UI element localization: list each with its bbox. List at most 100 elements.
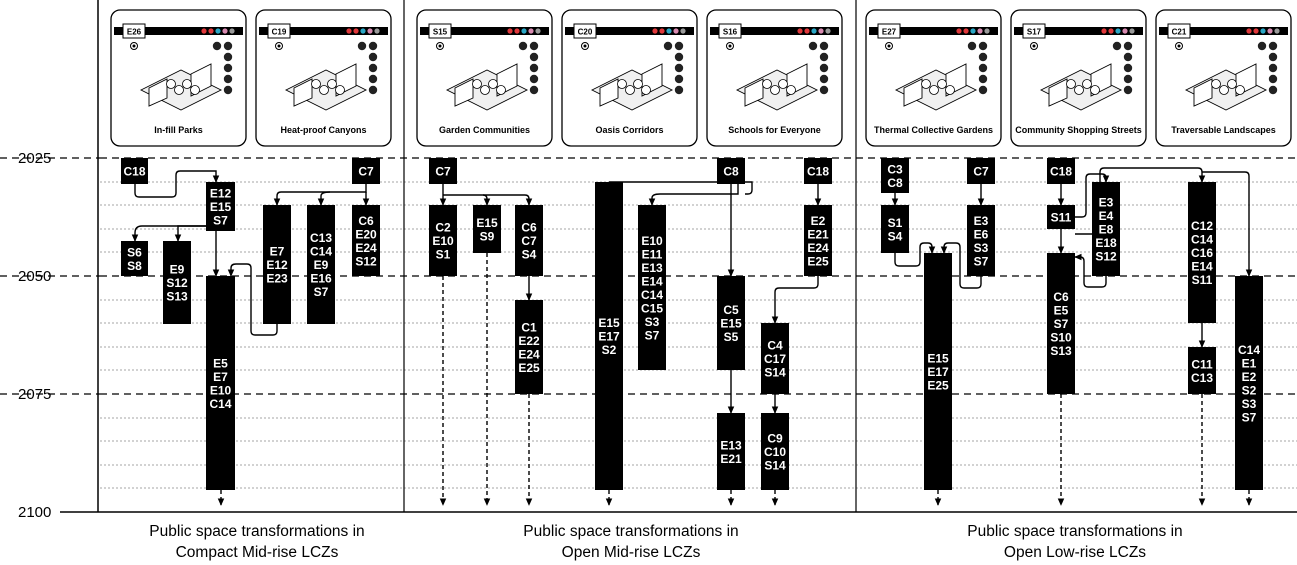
measure-icon [529, 63, 539, 73]
status-dot-icon [1129, 28, 1135, 34]
bar-code-label: E24 [518, 347, 540, 361]
bar-code-label: S13 [166, 290, 188, 304]
bar-code-label: C7 [358, 165, 374, 179]
measure-icon [978, 52, 988, 62]
card-header-strip [114, 27, 243, 35]
bar-code-label: S7 [1054, 317, 1069, 331]
bar-code-label: E15 [720, 317, 742, 331]
bar-code-label: E3 [974, 214, 989, 228]
bar-code-label: E6 [974, 227, 989, 241]
bar-code-label: S14 [764, 459, 786, 473]
bar-code-label: E14 [641, 274, 663, 288]
card-code-box [1022, 23, 1046, 39]
status-dot-icon [797, 28, 803, 34]
transition-arrow [273, 184, 367, 206]
measure-bar-g2-c8: C8 [717, 158, 745, 184]
card-title: Schools for Everyone [728, 125, 821, 135]
bar-code-label: E10 [432, 234, 454, 248]
status-dot-icon [208, 28, 214, 34]
bar-code-label: E24 [355, 241, 377, 255]
bar-code-label: E21 [720, 452, 742, 466]
bar-code-label: C8 [887, 176, 903, 190]
bar-code-label: S7 [974, 254, 989, 268]
bar-code-label: C3 [887, 162, 903, 176]
bar-code-label: S8 [127, 259, 142, 273]
status-dot-icon [528, 28, 534, 34]
bar-code-label: C7 [435, 165, 451, 179]
transition-arrow [227, 263, 278, 336]
status-dot-icon [652, 28, 658, 34]
card-code-box [877, 23, 901, 39]
bar-code-label: S12 [1095, 250, 1117, 264]
status-dot-icon [367, 28, 373, 34]
status-dot-icon [673, 28, 679, 34]
status-dot-icon [1108, 28, 1114, 34]
card-title: Oasis Corridors [595, 125, 663, 135]
measure-icon [674, 63, 684, 73]
bar-rect [515, 205, 543, 276]
bar-code-label: E9 [170, 263, 185, 277]
card-code: S17 [1027, 28, 1042, 37]
bar-rect [595, 182, 623, 490]
measure-bar-g3-c18: C18 [1047, 158, 1075, 184]
bar-code-label: S12 [355, 254, 377, 268]
bar-rect [163, 241, 191, 324]
isometric-illustration-icon [139, 63, 223, 111]
status-dot-icon [811, 28, 817, 34]
bar-code-label: C4 [767, 339, 783, 353]
status-dot-icon [1122, 28, 1128, 34]
bar-rect [1047, 158, 1075, 184]
bar-code-label: C13 [310, 231, 332, 245]
bar-code-label: C18 [123, 165, 145, 179]
isometric-illustration-icon [894, 63, 978, 111]
bar-code-label: E15 [210, 200, 232, 214]
transition-arrow [894, 242, 936, 267]
card-code: S16 [723, 28, 738, 37]
transition-arrow [134, 170, 220, 198]
measure-icon [223, 52, 233, 62]
bar-rect [761, 413, 789, 490]
bar-code-label: E13 [720, 438, 742, 452]
transition-arrow [1202, 171, 1253, 277]
bar-code-label: C12 [1191, 219, 1213, 233]
measure-icon [978, 41, 988, 51]
measure-bar-g1-c7: C7 [352, 158, 380, 184]
status-dot-icon [1253, 28, 1259, 34]
bar-code-label: E4 [1099, 209, 1114, 223]
measure-icon [978, 74, 988, 84]
transition-arrow [483, 194, 533, 206]
bar-code-label: S4 [888, 229, 903, 243]
bar-rect [967, 158, 995, 184]
bar-code-label: E22 [518, 334, 540, 348]
year-label-2075: 2075 [18, 386, 51, 403]
bar-rect [515, 300, 543, 394]
bar-code-label: C10 [764, 445, 786, 459]
bar-code-label: E17 [598, 330, 620, 344]
card-title: Community Shopping Streets [1015, 125, 1142, 135]
measure-icon [1112, 41, 1122, 51]
status-dot-icon [353, 28, 359, 34]
status-dot-icon [521, 28, 527, 34]
transition-arrow [1075, 173, 1110, 218]
bar-code-label: E11 [642, 247, 663, 261]
bar-code-label: S6 [127, 245, 142, 259]
bar-rect [804, 158, 832, 184]
bar-code-label: C6 [521, 221, 537, 235]
card-code-box [267, 23, 291, 39]
measure-icon [223, 63, 233, 73]
measure-icon [1123, 85, 1133, 95]
bar-rect [761, 323, 789, 394]
bar-code-label: E10 [210, 383, 232, 397]
bar-code-label: E20 [355, 227, 377, 241]
group-labels: Public space transformations in Compact … [149, 523, 1182, 561]
measure-icon [1268, 74, 1278, 84]
bar-rect [1188, 347, 1216, 394]
